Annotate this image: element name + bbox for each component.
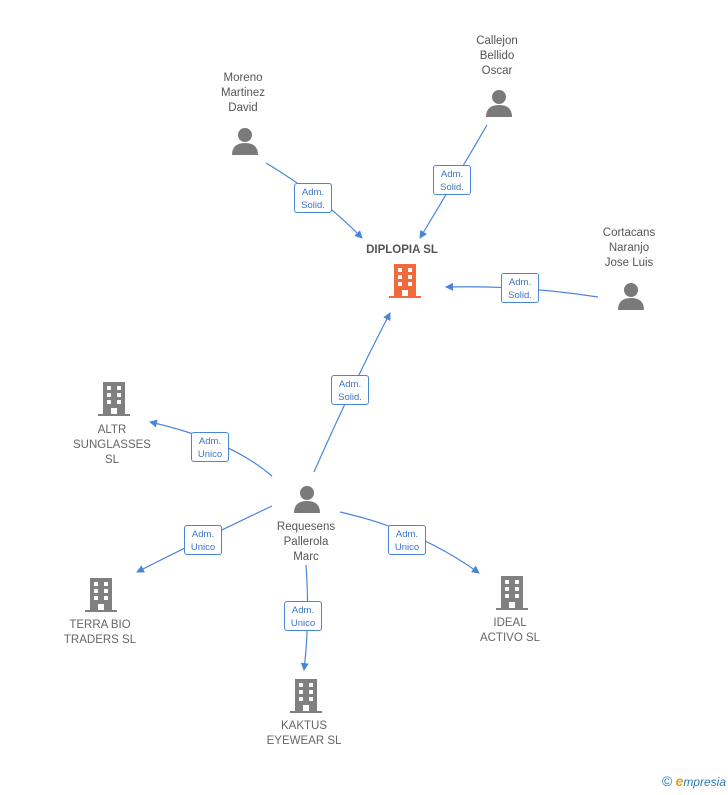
person-name-callejon[interactable]: Callejon Bellido Oscar [476, 35, 518, 77]
person-icon[interactable] [616, 282, 646, 310]
company-name-ideal[interactable]: IDEAL ACTIVO SL [479, 617, 541, 644]
edge-label-moreno: Adm. Solid. [294, 183, 332, 213]
person-name-requesens[interactable]: Requesens Pallerola Marc [276, 521, 336, 563]
edge-label-callejon: Adm. Solid. [433, 165, 471, 195]
building-icon[interactable] [496, 576, 528, 610]
company-name-kaktus[interactable]: KAKTUS EYEWEAR SL [266, 720, 342, 747]
building-icon[interactable] [85, 578, 117, 612]
edge-label-requesens: Adm. Solid. [331, 375, 369, 405]
center-company-name[interactable]: DIPLOPIA SL [366, 244, 438, 256]
company-name-terra[interactable]: TERRA BIO TRADERS SL [63, 619, 137, 646]
person-name-moreno[interactable]: Moreno Martinez David [220, 72, 266, 114]
person-icon[interactable] [292, 485, 322, 513]
copyright-symbol: © [661, 773, 673, 789]
edge-label-altr: Adm. Unico [191, 432, 229, 462]
footer-brand[interactable]: © empresia [662, 773, 726, 789]
person-name-cortacans[interactable]: Cortacans Naranjo Jose Luis [602, 227, 656, 269]
person-icon[interactable] [230, 127, 260, 155]
edge-label-terra: Adm. Unico [184, 525, 222, 555]
brand-initial: e [675, 773, 684, 789]
brand-name: mpresia [683, 775, 726, 789]
edge-label-cortacans: Adm. Solid. [501, 273, 539, 303]
company-name-altr[interactable]: ALTR SUNGLASSES SL [73, 424, 151, 466]
edge-label-ideal: Adm. Unico [388, 525, 426, 555]
building-icon[interactable] [290, 679, 322, 713]
person-icon[interactable] [484, 89, 514, 117]
building-icon-center[interactable] [389, 264, 421, 298]
edge-label-kaktus: Adm. Unico [284, 601, 322, 631]
building-icon[interactable] [98, 382, 130, 416]
